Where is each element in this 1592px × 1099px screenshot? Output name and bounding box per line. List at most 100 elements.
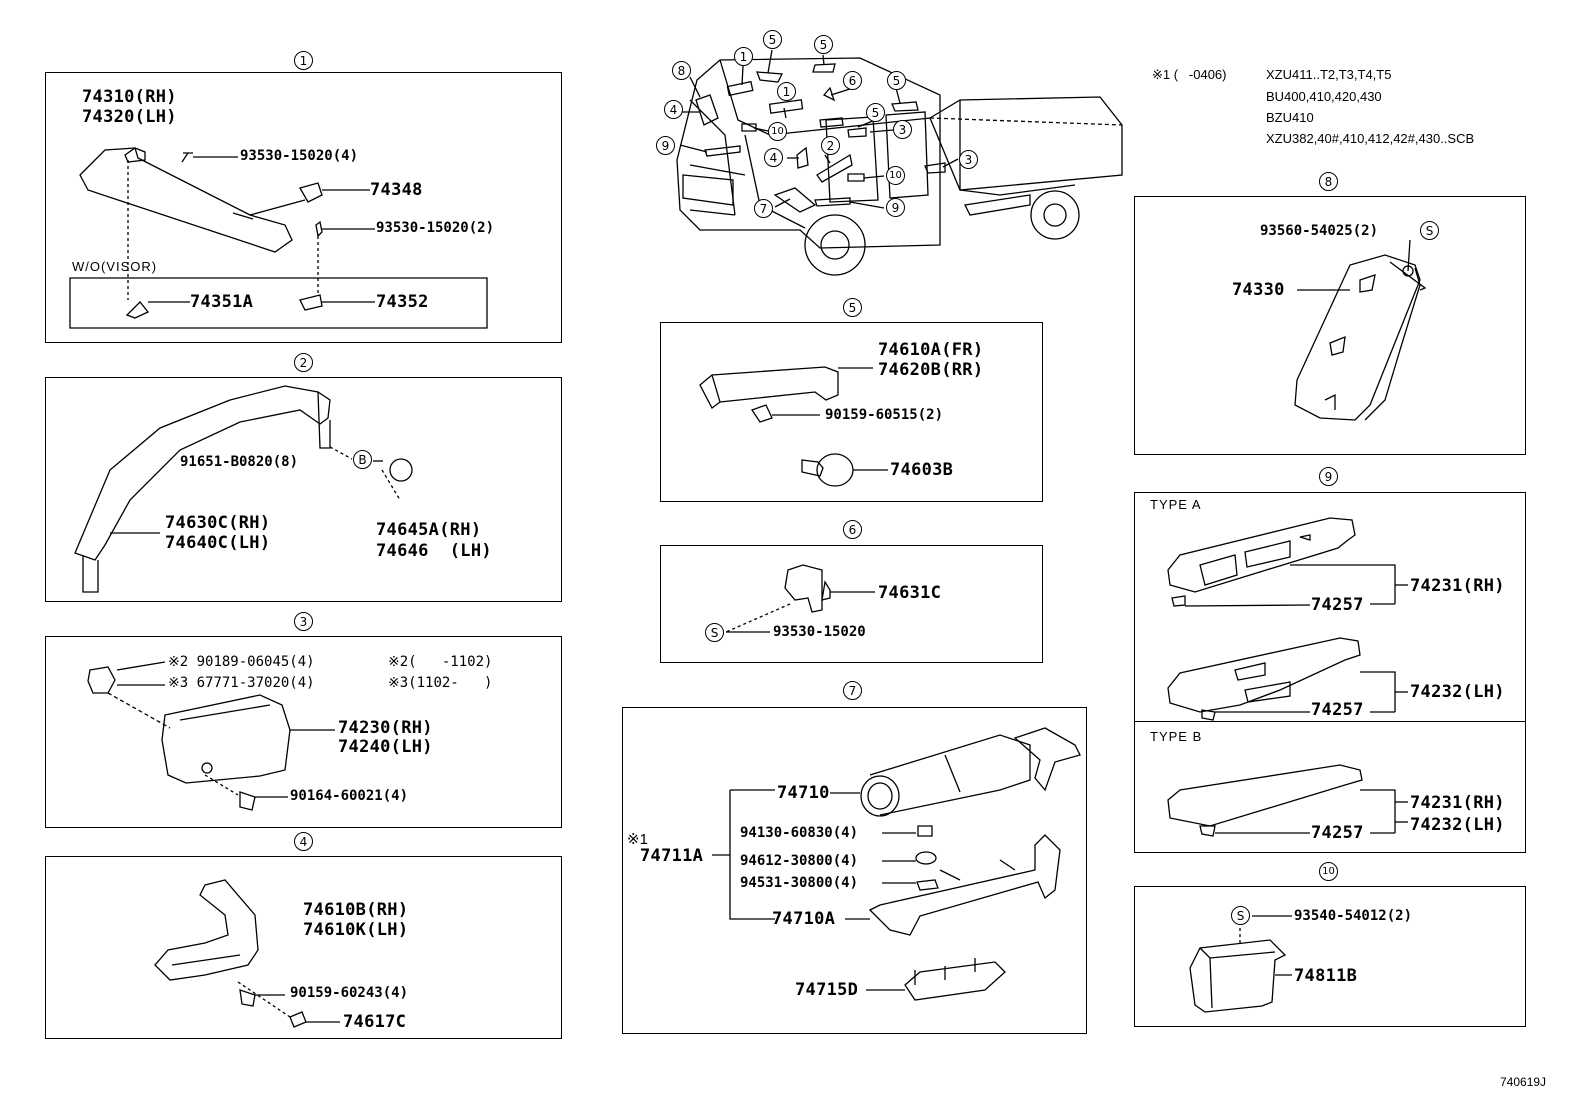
screw-93530-15020-4: 93530-15020(4) [240, 148, 359, 164]
vehicle-callout-9: 9 [886, 198, 905, 217]
nut-94130-60830: 94130-60830(4) [740, 825, 859, 841]
fastener-90189-06045: ※2 90189-06045(4) [168, 654, 315, 670]
part-74711a: 74711A [640, 846, 704, 866]
section-5-number: 5 [843, 298, 862, 317]
vehicle-callout-5: 5 [814, 35, 833, 54]
part-74617c: 74617C [343, 1012, 407, 1032]
part-74310-rh: 74310(RH) [82, 87, 177, 107]
screw-90159-60243: 90159-60243(4) [290, 985, 409, 1001]
section-8-art [1295, 240, 1425, 420]
clip-74257: 74257 [1311, 700, 1364, 720]
fastener-note-3: ※3(1102- ) [388, 675, 493, 691]
part-74610b-rh: 74610B(RH) [303, 900, 409, 920]
vehicle-callout-5: 5 [887, 71, 906, 90]
part-74710: 74710 [777, 783, 830, 803]
section-10-number: 10 [1319, 862, 1338, 881]
washer-94612-30800: 94612-30800(4) [740, 853, 859, 869]
section-5-frame [660, 322, 1043, 502]
part-74610k-lh: 74610K(LH) [303, 920, 409, 940]
section-10-frame [1134, 886, 1526, 1027]
clip-91651-b0820: 91651-B0820(8) [180, 454, 299, 470]
part-74351a: 74351A [190, 292, 254, 312]
vehicle-callout-4: 4 [764, 148, 783, 167]
vehicle-callout-2: 2 [821, 136, 840, 155]
vehicle-callout-6: 6 [843, 71, 862, 90]
part-74631c: 74631C [878, 583, 942, 603]
applicability-model: BZU410 [1266, 110, 1314, 125]
screw-93540-54012: 93540-54012(2) [1294, 908, 1413, 924]
wo-visor-label: W/O(VISOR) [72, 259, 158, 274]
part-74811b: 74811B [1294, 966, 1358, 986]
screw-90159-60515: 90159-60515(2) [825, 407, 944, 423]
part-74320-lh: 74320(LH) [82, 107, 177, 127]
part-74645a-rh: 74645A(RH) [376, 520, 482, 540]
part-74231-rh: 74231(RH) [1410, 793, 1505, 813]
part-74603b: 74603B [890, 460, 954, 480]
vehicle-callout-8: 8 [672, 61, 691, 80]
applicability-model: BU400,410,420,430 [1266, 89, 1382, 104]
section-3-frame [45, 636, 562, 828]
part-74348: 74348 [370, 180, 423, 200]
vehicle-callout-7: 7 [754, 199, 773, 218]
screw-s-mark: S [705, 623, 724, 642]
part-74230-rh: 74230(RH) [338, 718, 433, 738]
vehicle-callout-3: 3 [959, 150, 978, 169]
type-a-label: TYPE A [1150, 497, 1202, 512]
fastener-67771-37020: ※3 67771-37020(4) [168, 675, 315, 691]
section-6-art [726, 565, 875, 632]
section-10-art [1190, 916, 1292, 1012]
screw-90164-60021: 90164-60021(4) [290, 788, 409, 804]
part-74232-lh: 74232(LH) [1410, 682, 1505, 702]
section-2-number: 2 [294, 353, 313, 372]
part-74231-rh: 74231(RH) [1410, 576, 1505, 596]
section-1-number: 1 [294, 51, 313, 70]
section-4-frame [45, 856, 562, 1039]
vehicle-callout-5: 5 [763, 30, 782, 49]
part-74352: 74352 [376, 292, 429, 312]
section-1-art [70, 148, 487, 328]
vehicle-callout-5: 5 [866, 103, 885, 122]
part-74715d: 74715D [795, 980, 859, 1000]
section-5-art [700, 367, 888, 486]
part-74610a-fr: 74610A(FR) [878, 340, 984, 360]
clip-74257: 74257 [1311, 823, 1364, 843]
vehicle-callout-1: 1 [777, 82, 796, 101]
clip-74257: 74257 [1311, 595, 1364, 615]
vehicle-callout-9: 9 [656, 136, 675, 155]
section-1-frame [45, 72, 562, 343]
part-74620b-rr: 74620B(RR) [878, 360, 984, 380]
vehicle-callout-3: 3 [893, 120, 912, 139]
vehicle-callout-4: 4 [664, 100, 683, 119]
applicability-model: XZU411..T2,T3,T4,T5 [1266, 67, 1392, 82]
applicability-mark: ※1 ( -0406) [1152, 67, 1227, 82]
section-3-number: 3 [294, 612, 313, 631]
section-4-art [155, 880, 340, 1027]
screw-93530-15020: 93530-15020 [773, 624, 866, 640]
screw-93530-15020-2: 93530-15020(2) [376, 220, 495, 236]
section-2-frame [45, 377, 562, 602]
type-b-label: TYPE B [1150, 729, 1203, 744]
screw-s-mark: S [1420, 221, 1439, 240]
section-6-number: 6 [843, 520, 862, 539]
section-8-frame [1134, 196, 1526, 455]
assembly-mark: ※1 [627, 831, 648, 848]
section-7-frame [622, 707, 1087, 1034]
applicability-model: XZU382,40#,410,412,42#,430..SCB [1266, 131, 1475, 146]
section-3-art [88, 662, 335, 810]
vehicle-callout-1: 1 [734, 47, 753, 66]
screw-s-mark: S [1231, 906, 1250, 925]
fastener-note-2: ※2( -1102) [388, 654, 493, 670]
section-4-number: 4 [294, 832, 313, 851]
part-74640c-lh: 74640C(LH) [165, 533, 271, 553]
section-9-number: 9 [1319, 467, 1338, 486]
section-7-art [712, 728, 1080, 1000]
part-74240-lh: 74240(LH) [338, 737, 433, 757]
section-6-frame [660, 545, 1043, 663]
part-74646-lh: 74646 (LH) [376, 541, 492, 561]
section-9-frame [1134, 492, 1526, 853]
section-9-art [1168, 518, 1408, 836]
clip-b-mark: B [353, 450, 372, 469]
screw-93560-54025: 93560-54025(2) [1260, 223, 1379, 239]
part-74330: 74330 [1232, 280, 1285, 300]
